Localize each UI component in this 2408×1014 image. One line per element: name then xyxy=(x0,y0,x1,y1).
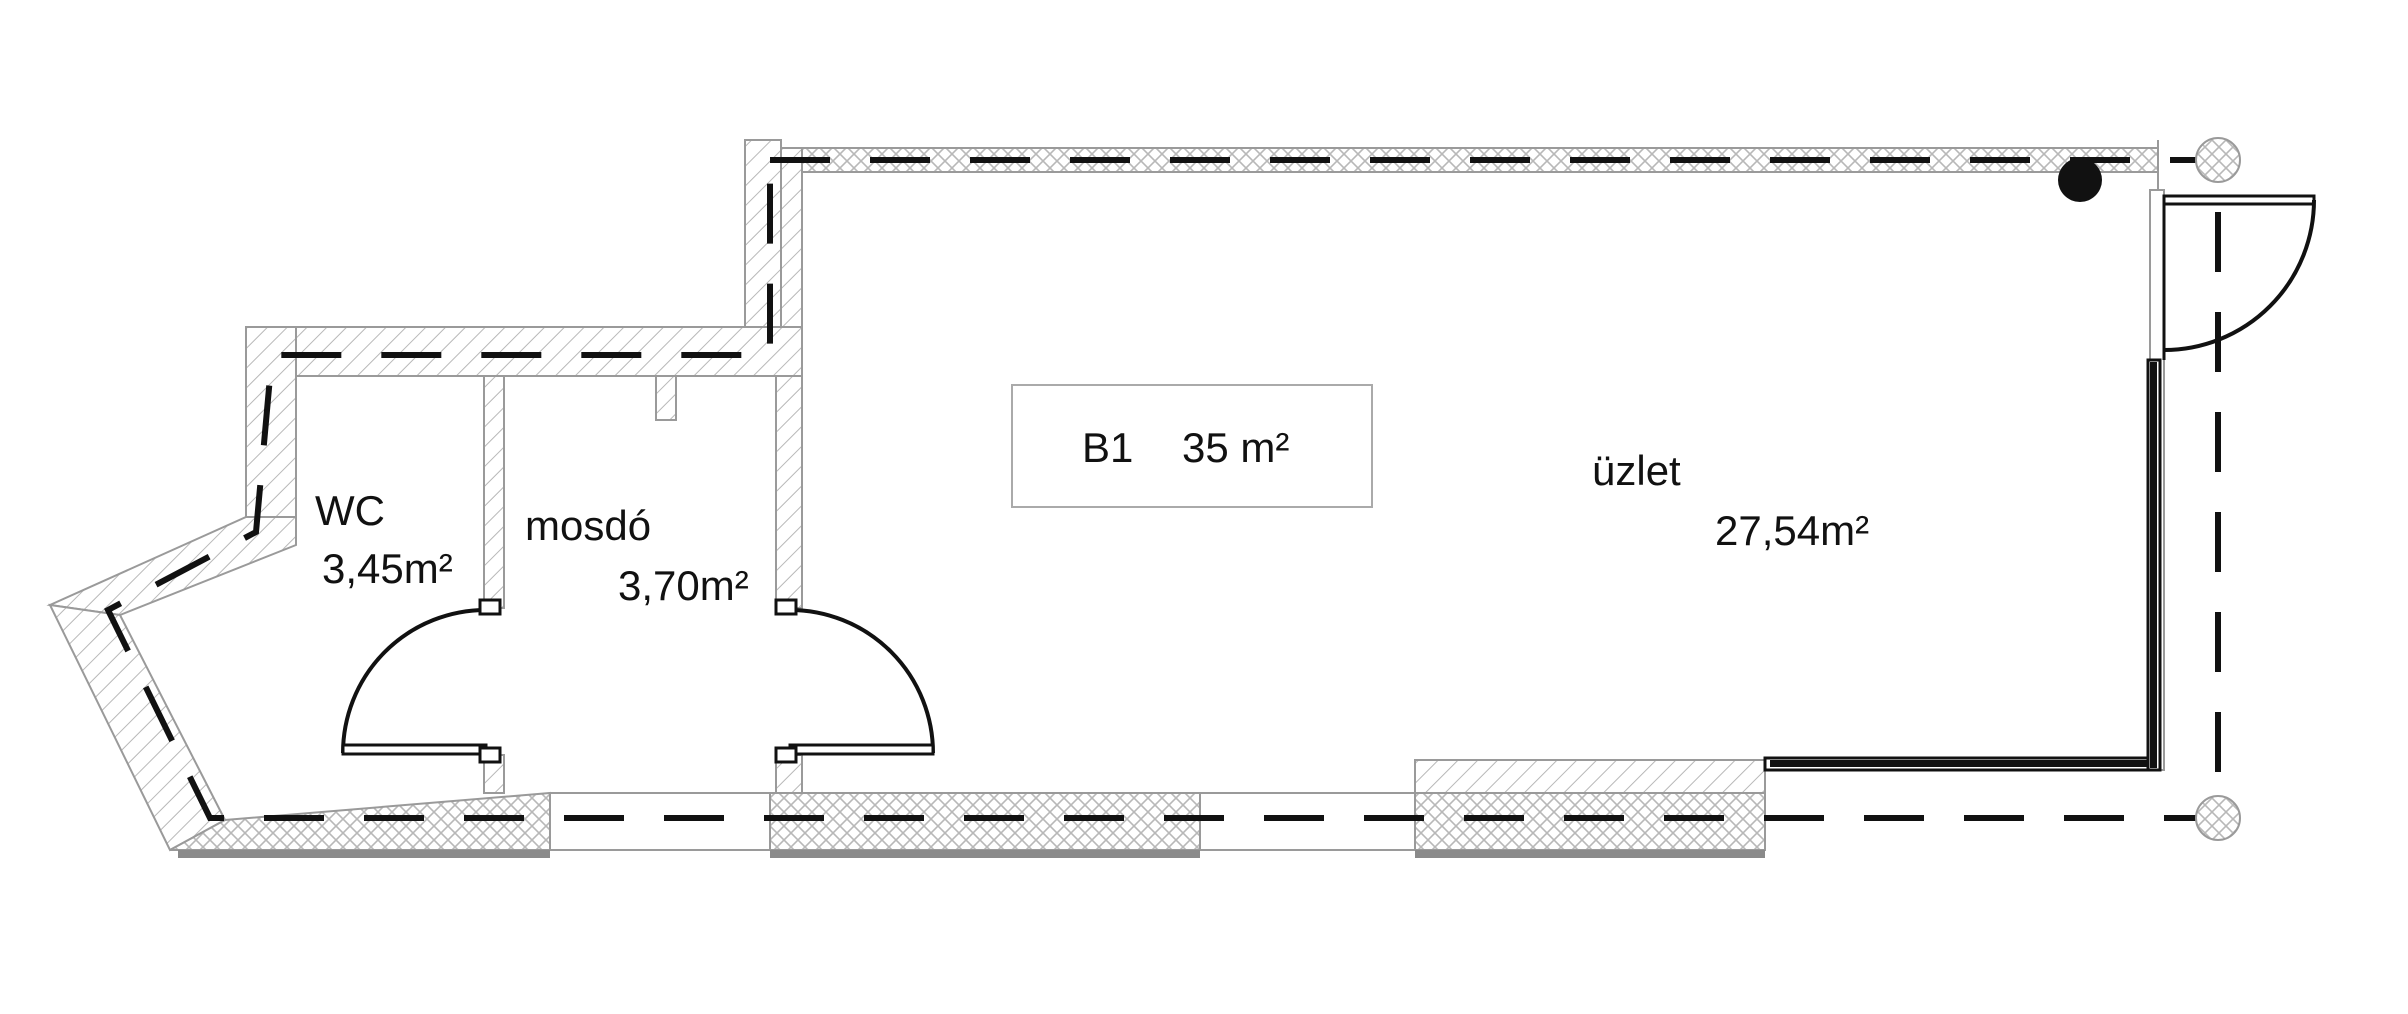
wall-step xyxy=(744,139,782,331)
room-uzlet-name: üzlet xyxy=(1592,447,1681,494)
wall-stub xyxy=(655,375,677,421)
unit-label-box xyxy=(1011,384,1373,508)
unit-area: 35 m² xyxy=(1182,424,1289,471)
unit-boundary xyxy=(104,157,2221,821)
column-marker-bottom xyxy=(2195,795,2241,841)
wall-wc-top xyxy=(245,326,803,377)
room-mosdo-area: 3,70m² xyxy=(618,562,749,609)
room-mosdo-name: mosdó xyxy=(525,502,651,549)
wall-bottom-right-upper xyxy=(1414,759,1766,794)
room-uzlet-area: 27,54m² xyxy=(1715,507,1869,554)
ground-strip-right xyxy=(1415,850,1765,858)
walls xyxy=(46,139,2165,858)
wall-bottom-left xyxy=(169,791,551,851)
wall-diagonal xyxy=(46,516,297,617)
mosdo-door[interactable] xyxy=(774,598,935,764)
column-marker-top xyxy=(2195,137,2241,183)
pipe-icon xyxy=(2058,158,2102,202)
ground-strip-mid xyxy=(770,850,1200,858)
wall-partition-mosdo xyxy=(775,375,803,609)
unit-code: B1 xyxy=(1082,424,1133,471)
wall-bottom-right xyxy=(1414,792,1766,851)
entrance-door[interactable] xyxy=(2162,194,2316,360)
wall-bottom-mid xyxy=(769,792,1201,851)
room-wc-area: 3,45m² xyxy=(322,545,453,592)
room-wc-name: WC xyxy=(315,487,385,534)
wall-slanted xyxy=(48,603,227,852)
ground-strip-left xyxy=(178,850,550,858)
wall-partition-wc xyxy=(483,375,505,609)
wc-door[interactable] xyxy=(341,598,502,764)
storefront xyxy=(1763,358,2162,772)
